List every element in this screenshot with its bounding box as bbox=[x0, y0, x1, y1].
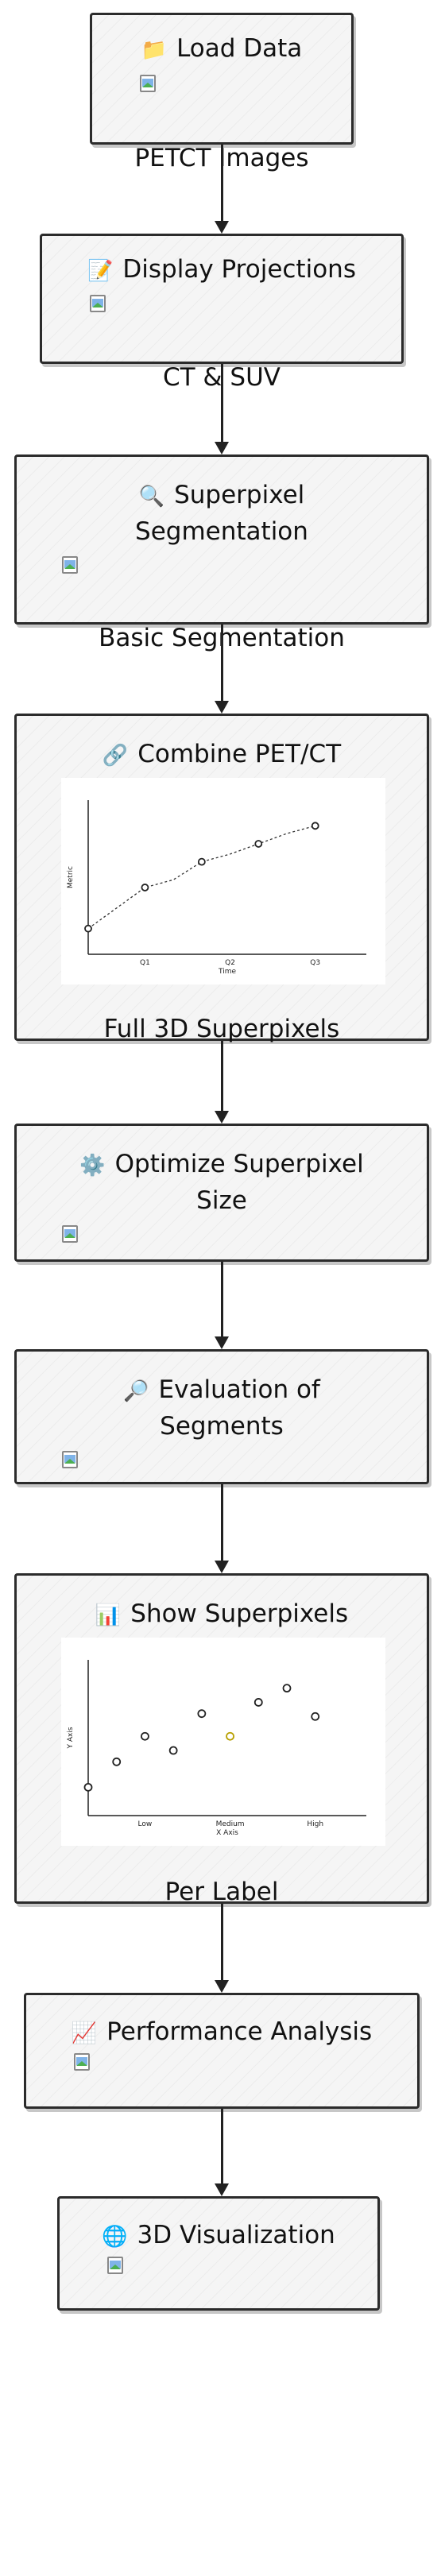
data-point bbox=[197, 857, 206, 866]
node-subtitle: Full 3D Superpixels bbox=[103, 1015, 340, 1043]
data-point bbox=[141, 1731, 149, 1741]
data-point bbox=[253, 1698, 263, 1707]
node-show-superpixels: 📊Show Superpixels Low Medium High X Axis Y A… bbox=[14, 1573, 429, 1906]
node-title: 📊Show Superpixels bbox=[17, 1596, 427, 1633]
data-point bbox=[282, 1684, 292, 1693]
scatter-chart-image: Low Medium High X Axis Y Axis bbox=[61, 1638, 385, 1846]
flow-arrow bbox=[215, 1262, 229, 1349]
node-title-line2: Segmentation bbox=[135, 517, 308, 546]
flow-arrow bbox=[215, 145, 229, 234]
x-axis-label: X Axis bbox=[216, 1829, 238, 1837]
data-point bbox=[83, 1782, 93, 1792]
magnifier-icon: 🔍 bbox=[138, 485, 165, 509]
node-title: 📈Performance Analysis bbox=[26, 2014, 417, 2051]
flow-arrow bbox=[215, 625, 229, 714]
x-tick-label: Q2 bbox=[225, 959, 235, 967]
node-title: 🔎Evaluation of bbox=[17, 1372, 427, 1409]
broken-image-icon bbox=[89, 295, 108, 314]
x-tick-label: Q1 bbox=[140, 959, 150, 967]
node-load-data: 📁Load Data PETCT Images bbox=[90, 13, 354, 172]
flow-arrow bbox=[215, 364, 229, 454]
x-axis-label: Time bbox=[218, 968, 236, 976]
flow-arrow bbox=[215, 2109, 229, 2196]
data-point bbox=[197, 1709, 207, 1719]
node-evaluation-of-segments: 🔎Evaluation of Segments bbox=[14, 1349, 429, 1484]
gear-icon: ⚙️ bbox=[79, 1154, 106, 1178]
data-point bbox=[311, 1712, 320, 1721]
series-line bbox=[87, 825, 315, 930]
data-point bbox=[84, 924, 92, 933]
node-title: 🔍Superpixel bbox=[17, 478, 427, 514]
broken-image-icon bbox=[139, 75, 158, 94]
data-point bbox=[112, 1757, 122, 1766]
bar-chart-icon: 📊 bbox=[95, 1603, 122, 1627]
node-performance-analysis: 📈Performance Analysis bbox=[24, 1993, 420, 2109]
x-tick-label: Q3 bbox=[310, 959, 320, 967]
flow-arrow bbox=[215, 1904, 229, 1993]
node-title: 🔗Combine PET/CT bbox=[17, 737, 427, 773]
data-point bbox=[226, 1731, 234, 1741]
node-display-projections: 📝Display Projections CT & SUV bbox=[40, 234, 404, 392]
node-title: 🌐3D Visualization bbox=[60, 2218, 377, 2254]
flow-arrow bbox=[215, 1041, 229, 1124]
broken-image-icon bbox=[61, 1451, 80, 1470]
y-axis-label: Metric bbox=[67, 866, 75, 888]
data-point bbox=[141, 884, 149, 892]
folder-icon: 📁 bbox=[141, 38, 168, 62]
x-tick-label: Low bbox=[138, 1820, 153, 1828]
flow-arrow bbox=[215, 1484, 229, 1573]
node-title: ⚙️Optimize Superpixel bbox=[17, 1147, 427, 1183]
y-axis-label: Y Axis bbox=[67, 1727, 75, 1749]
node-superpixel-segmentation: 🔍Superpixel Segmentation Basic Segmentat… bbox=[14, 454, 429, 652]
magnifier-right-icon: 🔎 bbox=[123, 1379, 149, 1403]
node-title-line2: Size bbox=[196, 1186, 247, 1215]
node-title-line2: Segments bbox=[160, 1412, 284, 1441]
broken-image-icon bbox=[61, 556, 80, 575]
data-point bbox=[311, 822, 319, 830]
broken-image-icon bbox=[73, 2053, 92, 2072]
x-tick-label: Medium bbox=[216, 1820, 245, 1828]
node-3d-visualization: 🌐3D Visualization bbox=[57, 2196, 380, 2311]
data-point bbox=[168, 1746, 178, 1755]
x-tick-label: High bbox=[307, 1820, 323, 1828]
scatter-chart: Low Medium High X Axis Y Axis bbox=[67, 1660, 366, 1837]
chart-increasing-icon: 📈 bbox=[71, 2021, 98, 2045]
link-icon: 🔗 bbox=[102, 744, 129, 768]
broken-image-icon bbox=[61, 1225, 80, 1244]
node-optimize-superpixel-size: ⚙️Optimize Superpixel Size bbox=[14, 1124, 429, 1262]
node-title: 📁Load Data bbox=[92, 31, 351, 68]
globe-icon: 🌐 bbox=[102, 2225, 128, 2249]
data-point bbox=[254, 840, 263, 848]
broken-image-icon bbox=[106, 2257, 126, 2276]
node-title: 📝Display Projections bbox=[42, 252, 401, 288]
memo-icon: 📝 bbox=[87, 259, 114, 283]
node-subtitle: Per Label bbox=[164, 1878, 279, 1906]
